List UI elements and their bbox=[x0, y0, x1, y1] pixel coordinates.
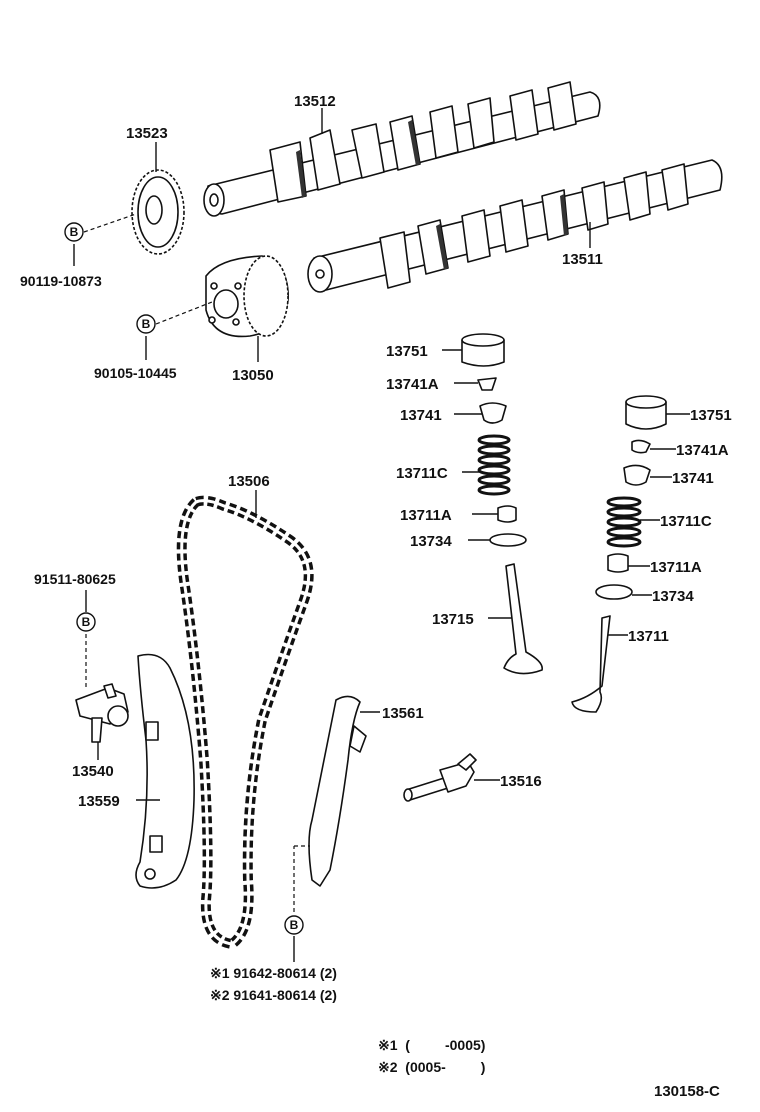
chain-damper-drawing bbox=[308, 695, 367, 887]
vvt-gear-drawing bbox=[205, 255, 289, 338]
ref-vvt-bolt: 90105-10445 bbox=[94, 365, 177, 381]
note-2: ※2 (0005- ) bbox=[378, 1059, 485, 1075]
chain-slipper-drawing bbox=[135, 653, 195, 889]
notes: ※1 ( -0005) ※2 (0005- ) bbox=[378, 1037, 485, 1075]
ref-guide-bolt-2: ※2 91641-80614 (2) bbox=[210, 987, 337, 1003]
ref-sprocket-bolt: 90119-10873 bbox=[20, 273, 102, 289]
figure-code: 130158-C bbox=[654, 1083, 720, 1100]
valve-stack-right-drawing bbox=[571, 395, 667, 713]
camshaft-upper-drawing bbox=[203, 81, 601, 217]
label-lifter-left: 13751 bbox=[386, 343, 428, 360]
bubble-tensioner-bolt: B bbox=[76, 612, 96, 632]
svg-text:B: B bbox=[82, 615, 91, 629]
oil-nozzle-drawing bbox=[403, 753, 477, 802]
label-retainer-left: 13741 bbox=[400, 407, 442, 424]
svg-text:B: B bbox=[290, 918, 299, 932]
bubble-guide-bolt: B bbox=[284, 915, 304, 935]
label-sprocket: 13523 bbox=[126, 125, 168, 142]
label-oil-nozzle: 13516 bbox=[500, 773, 542, 790]
label-retainer-right: 13741 bbox=[672, 470, 714, 487]
svg-text:B: B bbox=[142, 317, 151, 331]
ref-tensioner-bolt: 91511-80625 bbox=[34, 571, 116, 587]
bubble-sprocket-bolt: B bbox=[64, 222, 84, 242]
note-1: ※1 ( -0005) bbox=[378, 1037, 485, 1053]
label-chain: 13506 bbox=[228, 473, 270, 490]
label-seat-lower-left: 13734 bbox=[410, 533, 452, 550]
label-keeper-left: 13741A bbox=[386, 376, 439, 393]
ref-guide-bolt-1: ※1 91642-80614 (2) bbox=[210, 965, 337, 981]
cam-sprocket-drawing bbox=[131, 169, 185, 255]
label-camshaft-upper: 13512 bbox=[294, 93, 336, 110]
bubble-vvt-bolt: B bbox=[136, 314, 156, 334]
camshaft-lower-drawing bbox=[307, 159, 723, 293]
valve-stack-left-drawing bbox=[461, 333, 543, 675]
label-seat-upper-right: 13711A bbox=[650, 559, 702, 576]
label-spring-left: 13711C bbox=[396, 465, 448, 482]
label-camshaft-lower: 13511 bbox=[562, 251, 603, 268]
label-keeper-right: 13741A bbox=[676, 442, 729, 459]
label-tensioner: 13540 bbox=[72, 763, 114, 780]
label-seat-upper-left: 13711A bbox=[400, 507, 452, 524]
label-valve-right: 13711 bbox=[628, 628, 669, 645]
label-slipper-guide: 13559 bbox=[78, 793, 120, 810]
label-damper-guide: 13561 bbox=[382, 705, 424, 722]
timing-chain-drawing bbox=[176, 495, 314, 950]
label-vvt-gear: 13050 bbox=[232, 367, 274, 384]
label-valve-left: 13715 bbox=[432, 611, 474, 628]
reference-labels: 90119-10873 90105-10445 91511-80625 ※1 9… bbox=[20, 273, 337, 1003]
leader-lines bbox=[73, 108, 690, 962]
part-labels: 13512 13523 13511 13050 13506 13751 1374… bbox=[72, 93, 732, 810]
label-seat-lower-right: 13734 bbox=[652, 588, 694, 605]
label-lifter-right: 13751 bbox=[690, 407, 732, 424]
svg-text:B: B bbox=[70, 225, 79, 239]
label-spring-right: 13711C bbox=[660, 513, 712, 530]
tensioner-drawing bbox=[75, 683, 129, 743]
